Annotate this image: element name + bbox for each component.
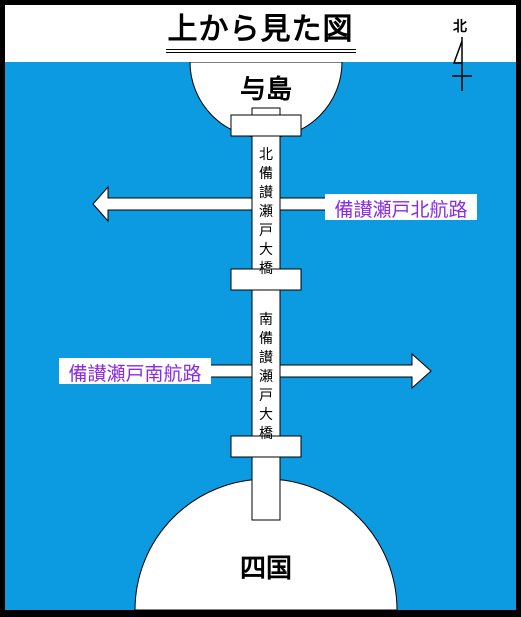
south-bridge-char: 備 bbox=[259, 331, 273, 347]
yoshima-label: 与島 bbox=[240, 75, 292, 105]
north-bridge-char: 戸 bbox=[259, 223, 273, 239]
north-route-label-box bbox=[325, 194, 477, 220]
diagram-title-text: 上から見た図 bbox=[165, 11, 356, 53]
north-bridge-char: 北 bbox=[259, 147, 273, 163]
north-route-arrow-tail bbox=[279, 197, 328, 211]
north-route-label: 備讃瀬戸北航路 bbox=[334, 199, 467, 221]
south-bridge-char: 南 bbox=[259, 312, 273, 328]
south-bridge-char: 橋 bbox=[259, 426, 273, 442]
north-bridge-char: 備 bbox=[259, 166, 273, 182]
bridge-pier-south bbox=[230, 435, 302, 458]
south-bridge-char: 戸 bbox=[259, 388, 273, 404]
south-bridge-char: 大 bbox=[259, 407, 273, 423]
north-bridge-char: 大 bbox=[259, 242, 273, 258]
diagram-title: 上から見た図 bbox=[5, 11, 516, 53]
south-route-arrow bbox=[279, 352, 432, 390]
south-route-label: 備讃瀬戸南航路 bbox=[68, 363, 201, 385]
compass-label: 北 bbox=[453, 19, 467, 35]
bridge-pier-middle bbox=[230, 268, 302, 291]
compass: 北 bbox=[452, 19, 472, 91]
north-route-arrow bbox=[92, 185, 253, 223]
shikoku-label: 四国 bbox=[240, 554, 292, 584]
south-route-arrow-tail bbox=[205, 364, 253, 378]
south-route-label-box bbox=[59, 358, 211, 384]
south-bridge-char: 瀬 bbox=[259, 369, 273, 385]
north-bridge-char: 橋 bbox=[259, 261, 273, 277]
south-bridge-char: 讃 bbox=[259, 350, 273, 366]
bridge-pier-north bbox=[230, 114, 302, 137]
north-bridge-char: 讃 bbox=[259, 185, 273, 201]
north-bridge-char: 瀬 bbox=[259, 204, 273, 220]
compass-arrowhead bbox=[452, 40, 463, 64]
diagram-canvas: 上から見た図 与島 四国 備讃瀬戸北航路 備 bbox=[5, 5, 516, 610]
